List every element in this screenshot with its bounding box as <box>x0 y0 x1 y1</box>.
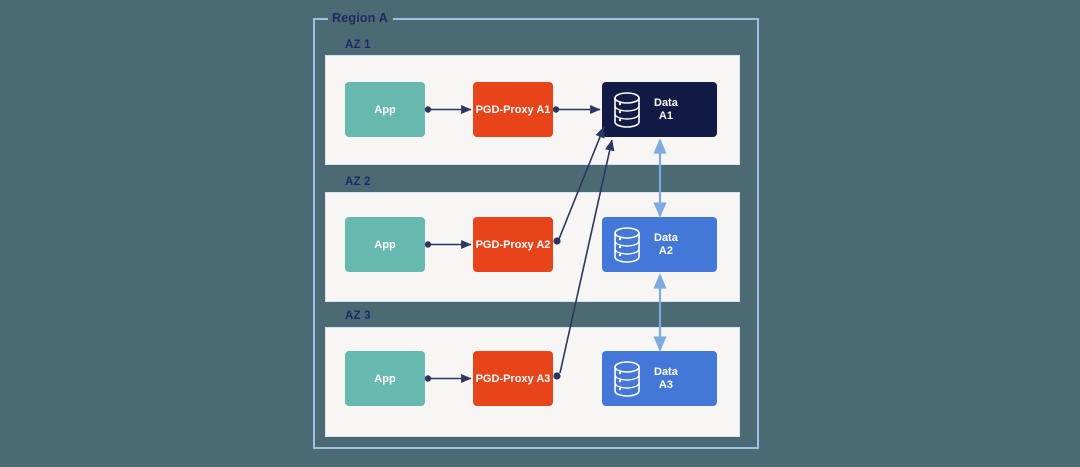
node-app-az2[interactable]: App <box>345 217 425 272</box>
node-proxy-az3-label: PGD-Proxy A3 <box>475 372 551 385</box>
node-app-az2-label: App <box>374 238 396 251</box>
node-app-az3[interactable]: App <box>345 351 425 406</box>
node-proxy-az2-label: PGD-Proxy A2 <box>475 238 551 251</box>
region-title: Region A <box>328 10 393 26</box>
database-cylinder-icon <box>614 226 640 263</box>
node-data-az2[interactable]: Data A2 <box>602 217 717 272</box>
node-proxy-az1-label: PGD-Proxy A1 <box>475 103 551 116</box>
node-data-az3[interactable]: Data A3 <box>602 351 717 406</box>
node-app-az1[interactable]: App <box>345 82 425 137</box>
node-proxy-az1[interactable]: PGD-Proxy A1 <box>473 82 553 137</box>
node-data-az1[interactable]: Data A1 <box>602 82 717 137</box>
region-container <box>313 18 759 449</box>
database-cylinder-icon <box>614 360 640 397</box>
az-label-az3: AZ 3 <box>345 310 371 322</box>
az-label-az1: AZ 1 <box>345 39 371 51</box>
node-data-az1-label: Data A1 <box>654 96 678 122</box>
node-data-az3-label: Data A3 <box>654 365 678 391</box>
node-data-az2-label: Data A2 <box>654 231 678 257</box>
node-proxy-az3[interactable]: PGD-Proxy A3 <box>473 351 553 406</box>
node-app-az1-label: App <box>374 103 396 116</box>
node-app-az3-label: App <box>374 372 396 385</box>
node-proxy-az2[interactable]: PGD-Proxy A2 <box>473 217 553 272</box>
az-label-az2: AZ 2 <box>345 176 371 188</box>
database-cylinder-icon <box>614 91 640 128</box>
